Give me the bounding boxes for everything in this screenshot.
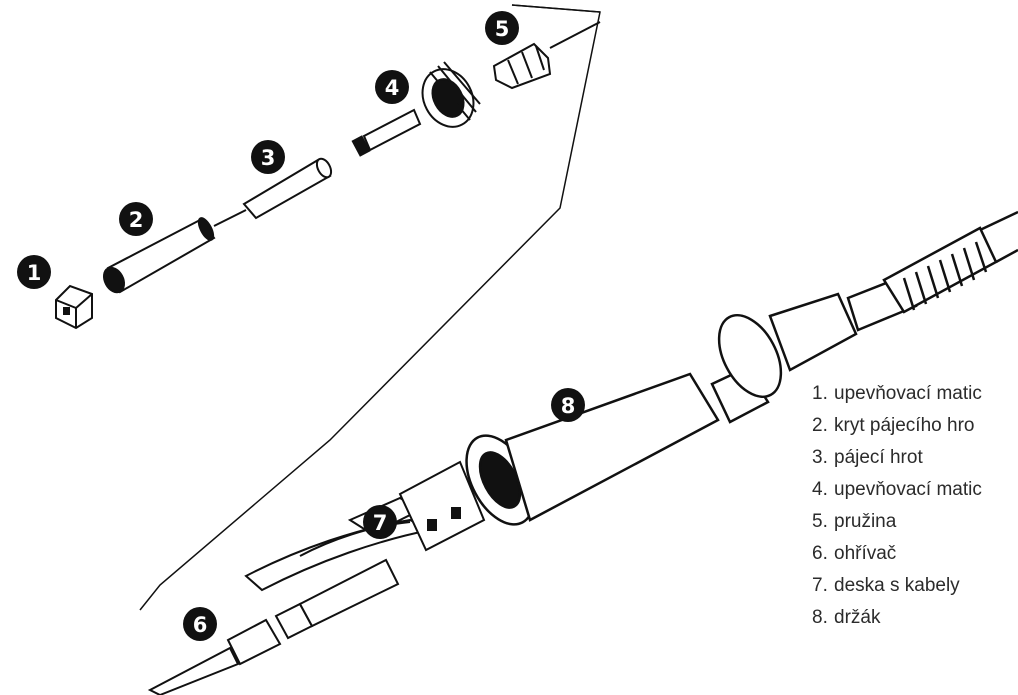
- callout-5-label: 5: [495, 17, 510, 41]
- legend-item: 2. kryt pájecího hro: [812, 410, 982, 442]
- legend-item: 3. pájecí hrot: [812, 442, 982, 474]
- callout-1-label: 1: [27, 261, 42, 285]
- legend-item-text: pájecí hrot: [834, 447, 923, 468]
- callout-3: 3: [251, 140, 285, 174]
- legend-item-text: kryt pájecího hro: [834, 415, 975, 436]
- legend-item-text: pružina: [834, 511, 897, 532]
- legend-item-number: 8.: [812, 607, 828, 628]
- callout-7: 7: [363, 505, 397, 539]
- callout-2-label: 2: [129, 208, 144, 232]
- callout-6: 6: [183, 607, 217, 641]
- callout-8-label: 8: [561, 394, 576, 418]
- legend-item-number: 6.: [812, 543, 828, 564]
- callout-4: 4: [375, 70, 409, 104]
- legend-item-text: držák: [834, 607, 881, 628]
- callout-6-label: 6: [193, 613, 208, 637]
- legend-item-number: 2.: [812, 415, 828, 436]
- callout-8: 8: [551, 388, 585, 422]
- legend-item-number: 4.: [812, 479, 828, 500]
- legend-item: 8. držák: [812, 602, 982, 634]
- legend-item-number: 3.: [812, 447, 828, 468]
- legend-item: 5. pružina: [812, 506, 982, 538]
- part-2-tip-cover: [102, 217, 216, 294]
- callout-5: 5: [485, 11, 519, 45]
- callout-2: 2: [119, 202, 153, 236]
- parts-legend: 1. upevňovací matic 2. kryt pájecího hro 3…: [812, 378, 982, 634]
- part-5-spring: [492, 21, 601, 90]
- legend-item-number: 1.: [812, 383, 828, 404]
- legend-item-number: 5.: [812, 511, 828, 532]
- legend-item-text: upevňovací matic: [834, 383, 982, 404]
- legend-item: 7. deska s kabely: [812, 570, 982, 602]
- part-3-soldering-tip: [213, 157, 333, 227]
- legend-item: 4. upevňovací matic: [812, 474, 982, 506]
- callout-4-label: 4: [385, 76, 400, 100]
- guide-line-upper: [511, 4, 601, 13]
- callout-7-label: 7: [373, 511, 388, 535]
- part-1-fixing-nut: [55, 284, 93, 330]
- part-8-handle: [465, 210, 1018, 526]
- legend-item: 6. ohřívač: [812, 538, 982, 570]
- legend-item-number: 7.: [812, 575, 828, 596]
- part-4-fixing-nut-shaft: [351, 61, 481, 157]
- legend-item-text: ohřívač: [834, 543, 897, 564]
- legend-item-text: upevňovací matic: [834, 479, 982, 500]
- legend-item: 1. upevňovací matic: [812, 378, 982, 410]
- part-6-heater: [147, 558, 400, 695]
- callout-1: 1: [17, 255, 51, 289]
- callout-3-label: 3: [261, 146, 276, 170]
- legend-item-text: deska s kabely: [834, 575, 960, 596]
